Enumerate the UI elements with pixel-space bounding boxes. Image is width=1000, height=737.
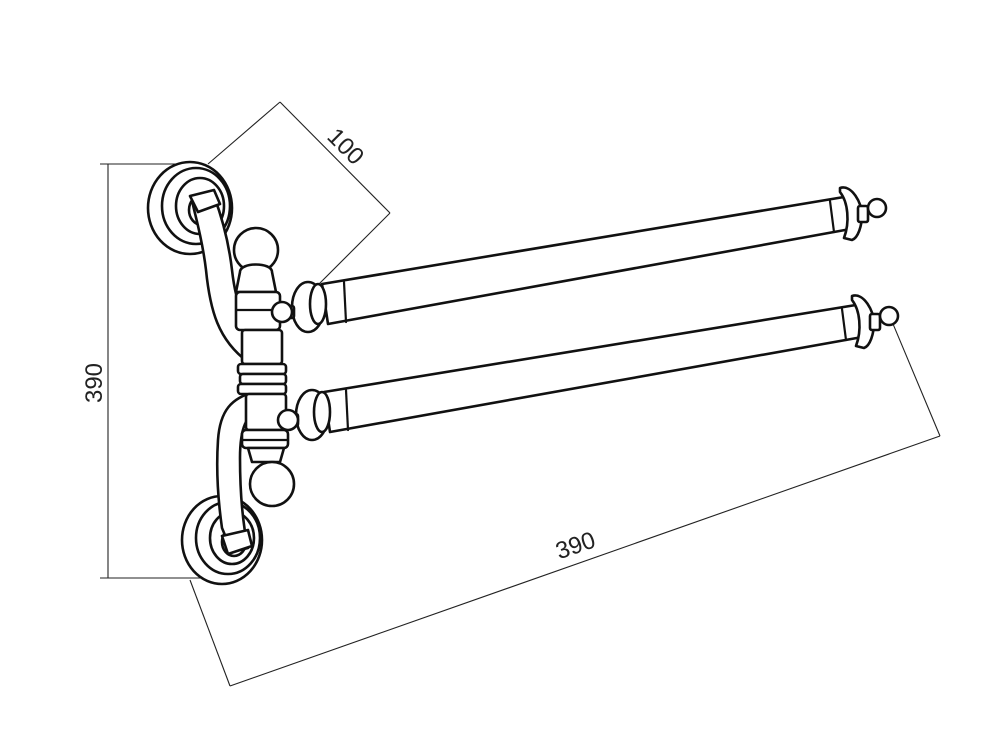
- upper-rail-bar: [290, 186, 888, 334]
- length-extension-right: [887, 311, 941, 437]
- upper-pivot-pin: [270, 300, 296, 324]
- height-dimension-label: 390: [81, 363, 108, 403]
- length-extension-left: [189, 579, 231, 687]
- depth-dimension-line: [279, 101, 391, 214]
- depth-dimension-label: 100: [322, 123, 369, 170]
- length-dimension-label: 390: [552, 527, 599, 566]
- hinge-column: [232, 226, 296, 508]
- depth-extension-bottom: [317, 212, 391, 286]
- depth-extension-top: [207, 101, 281, 165]
- lower-pivot-pin: [276, 408, 300, 432]
- lower-rail-bar: [294, 294, 900, 442]
- length-dimension-line: [229, 435, 941, 687]
- dimension-lines: [100, 101, 941, 687]
